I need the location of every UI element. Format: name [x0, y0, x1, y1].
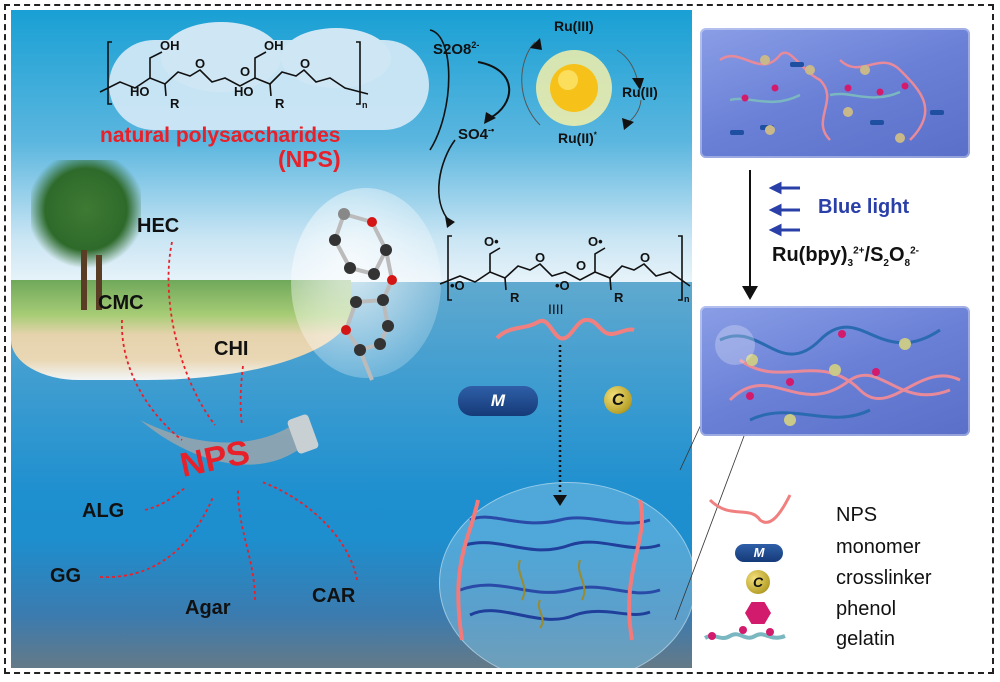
catalyst-label: Ru(bpy)32+/S2O82-	[772, 244, 919, 269]
polymer-title: natural polysaccharides	[100, 124, 341, 147]
catalyst-sub: 3	[847, 258, 854, 269]
source-cmc: CMC	[98, 292, 144, 314]
persulfate-sub1: 2	[883, 258, 889, 269]
source-agar: Agar	[185, 597, 231, 619]
cloud	[281, 28, 391, 88]
ru3-label: Ru(III)	[554, 18, 594, 34]
ocean-scene	[11, 10, 692, 668]
radical-formula: SO4	[458, 126, 489, 143]
oxidant-charge: 2-	[471, 40, 480, 50]
dashed-frame	[4, 4, 994, 674]
molecule-bubble	[291, 188, 441, 378]
persulfate-sub2: 8	[904, 258, 911, 269]
cloud	[161, 22, 281, 92]
tree-trunk	[81, 250, 87, 310]
persulfate-sup: 2-	[910, 245, 920, 257]
oxidant-label: S2O82-	[433, 40, 479, 58]
oxidant-formula: S2O8	[433, 41, 472, 58]
excited-mark: *	[593, 130, 597, 140]
source-alg: ALG	[82, 500, 125, 522]
crosslinker-icon: C	[604, 386, 632, 414]
catalyst-sup: 2+	[853, 245, 865, 257]
catalyst-separator: /S	[864, 244, 884, 266]
precursor-solution-box	[700, 28, 970, 158]
source-chi: CHI	[214, 338, 249, 360]
source-car: CAR	[312, 585, 356, 607]
legend-label-gelatin: gelatin	[836, 628, 895, 650]
polymer-abbrev: (NPS)	[278, 146, 341, 172]
ru2-excited-text: Ru(II)	[558, 130, 594, 146]
ru2-label: Ru(II)	[622, 84, 658, 100]
legend-crosslinker-icon: C	[746, 570, 770, 594]
radical-label: SO4-•	[458, 125, 494, 143]
monomer-icon: M	[458, 386, 538, 416]
legend-label-crosslinker: crosslinker	[836, 567, 932, 589]
legend-phenol-icon	[745, 602, 771, 624]
network-zoom-ellipse	[439, 482, 692, 668]
blue-light-label: Blue light	[818, 196, 910, 218]
hydrogel-box	[700, 306, 970, 436]
persulfate-o: O	[888, 244, 905, 266]
source-hec: HEC	[137, 215, 180, 237]
tree-trunk	[96, 255, 102, 310]
legend-label-monomer: monomer	[836, 536, 921, 558]
legend-label-nps: NPS	[836, 504, 878, 526]
source-gg: GG	[50, 565, 82, 587]
legend-monomer-icon: M	[735, 544, 783, 562]
radical-charge: -•	[488, 125, 495, 135]
ru2-excited-label: Ru(II)*	[558, 130, 597, 146]
catalyst-name: Ru(bpy)	[772, 244, 848, 266]
legend-label-phenol: phenol	[836, 598, 897, 620]
